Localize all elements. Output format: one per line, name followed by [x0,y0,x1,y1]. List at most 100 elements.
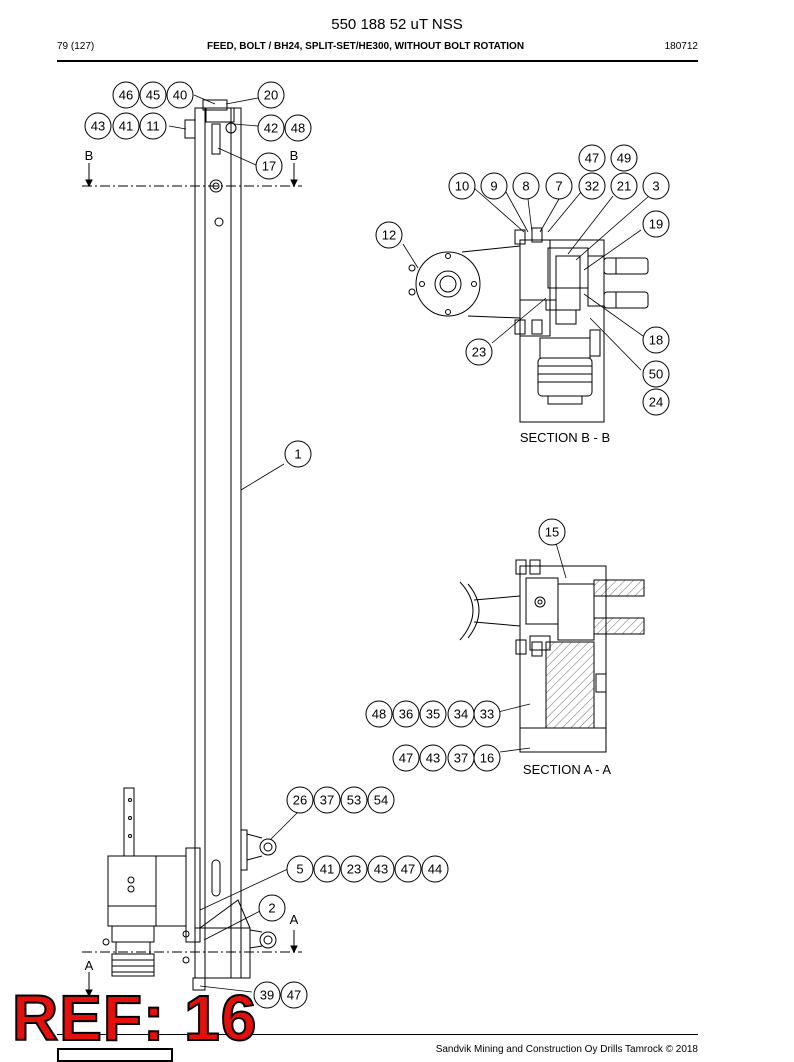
callout-number: 2 [268,901,275,916]
callout-circle [286,855,314,883]
callout-circle [642,388,670,416]
callout-bubble-20: 20 [257,81,285,109]
callout-number: 41 [320,862,334,877]
callout-number: 8 [522,179,529,194]
callout-circle [642,172,670,200]
section-marker-a-right: A [290,912,299,927]
callout-number: 48 [291,121,305,136]
callout-bubble-43: 43 [419,744,447,772]
callout-bubble-41: 41 [112,112,140,140]
callout-circle [258,894,286,922]
callout-circle [578,144,606,172]
callout-bubble-36: 36 [392,700,420,728]
callout-circle [578,172,606,200]
callout-circle [367,786,395,814]
callout-bubble-37: 37 [313,786,341,814]
callout-circle [538,518,566,546]
callout-circle [642,360,670,388]
section-bb-flange [415,251,481,317]
callout-circle [257,81,285,109]
callout-number: 11 [146,119,160,134]
callout-number: 23 [347,862,361,877]
callout-bubble-48: 48 [365,700,393,728]
callout-bubble-11: 11 [139,112,167,140]
callout-bubble-23: 23 [340,855,368,883]
callout-circle [394,855,422,883]
callout-circle [642,210,670,238]
callout-number: 44 [428,862,442,877]
footer-divider [57,1034,698,1035]
callout-bubble-35: 35 [419,700,447,728]
callout-bubble-1: 1 [284,440,312,468]
callout-bubble-54: 54 [367,786,395,814]
callout-bubble-47: 47 [394,855,422,883]
callout-number: 40 [173,88,187,103]
callout-bubble-23: 23 [465,338,493,366]
callout-number: 53 [347,793,361,808]
section-marker-b-left: B [85,148,94,163]
callout-number: 42 [264,121,278,136]
document-number: 550 188 52 uT NSS [331,16,463,33]
callout-bubble-12: 12 [375,221,403,249]
callout-number: 47 [287,988,301,1003]
callout-bubble-2: 2 [258,894,286,922]
callout-number: 16 [480,751,494,766]
callout-bubble-39: 39 [253,981,281,1009]
callout-circle [473,700,501,728]
callout-bubble-42: 42 [257,114,285,142]
callout-number: 15 [545,525,559,540]
header-divider [57,60,698,62]
callout-circle [375,221,403,249]
section-bb-label: SECTION B - B [520,430,610,445]
callout-bubble-17: 17 [255,152,283,180]
callout-bubble-9: 9 [480,172,508,200]
callout-bubble-19: 19 [642,210,670,238]
callout-circle [419,700,447,728]
callout-bubble-46: 46 [112,81,140,109]
callout-number: 37 [454,751,468,766]
callout-bubble-8: 8 [512,172,540,200]
page-number: 79 (127) [57,41,95,52]
callout-bubble-44: 44 [421,855,449,883]
callout-bubble-49: 49 [610,144,638,172]
callout-number: 43 [426,751,440,766]
callout-bubble-18: 18 [642,326,670,354]
section-marker-a-left: A [85,958,94,973]
callout-bubble-43: 43 [84,112,112,140]
callout-bubble-10: 10 [448,172,476,200]
callout-circle [512,172,540,200]
date-code: 180712 [664,41,698,52]
callout-circle [610,144,638,172]
callout-bubble-26: 26 [286,786,314,814]
callout-bubble-32: 32 [578,172,606,200]
callout-number: 54 [374,793,388,808]
callout-number: 1 [294,447,301,462]
callout-bubble-45: 45 [139,81,167,109]
callout-number: 47 [401,862,415,877]
callout-circle [257,114,285,142]
callout-number: 3 [652,179,659,194]
callout-circle [112,112,140,140]
callout-bubble-41: 41 [313,855,341,883]
callout-circle [313,855,341,883]
callout-circle [139,112,167,140]
callout-circle [313,786,341,814]
callout-number: 26 [293,793,307,808]
callout-number: 36 [399,707,413,722]
page-title: FEED, BOLT / BH24, SPLIT-SET/HE300, WITH… [207,41,525,52]
callout-number: 17 [262,159,276,174]
callout-circle [340,786,368,814]
callout-bubble-47: 47 [578,144,606,172]
leader-lines [168,94,650,993]
callout-circle [392,700,420,728]
section-aa-label: SECTION A - A [523,762,611,777]
feed-beam [194,107,242,979]
callout-circle [419,744,447,772]
callout-number: 48 [372,707,386,722]
callout-bubble-53: 53 [340,786,368,814]
callout-circle [284,114,312,142]
header-row: 79 (127) FEED, BOLT / BH24, SPLIT-SET/HE… [57,41,698,55]
callout-number: 35 [426,707,440,722]
callout-circle [166,81,194,109]
